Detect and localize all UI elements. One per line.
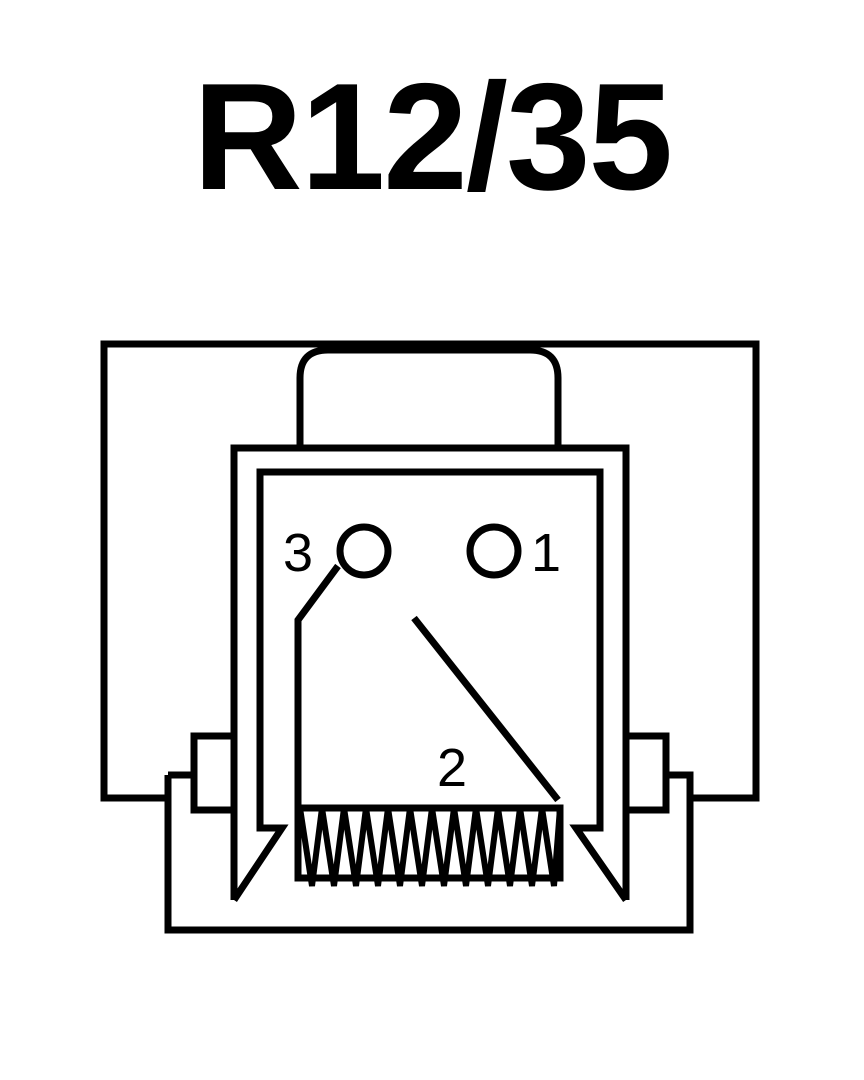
diagram-title: R12/35 (192, 52, 673, 222)
outer-housing-outline (100, 340, 760, 802)
body-inner-wall (231, 468, 629, 902)
pin-label-1: 1 (531, 523, 561, 583)
top-cap-outline (296, 346, 562, 448)
pin-label-2: 2 (437, 738, 467, 798)
left-mounting-tab (190, 732, 238, 814)
resistive-element-coil (297, 807, 563, 887)
body-outer-wall (230, 444, 630, 900)
base-tray-outline (164, 771, 694, 934)
right-mounting-tab (622, 732, 670, 814)
terminal-3-contact (336, 523, 392, 579)
pin-label-3: 3 (283, 523, 313, 583)
terminal-1-contact (466, 523, 522, 579)
wiper-contact (411, 615, 561, 803)
terminal-3-wire (294, 563, 341, 808)
